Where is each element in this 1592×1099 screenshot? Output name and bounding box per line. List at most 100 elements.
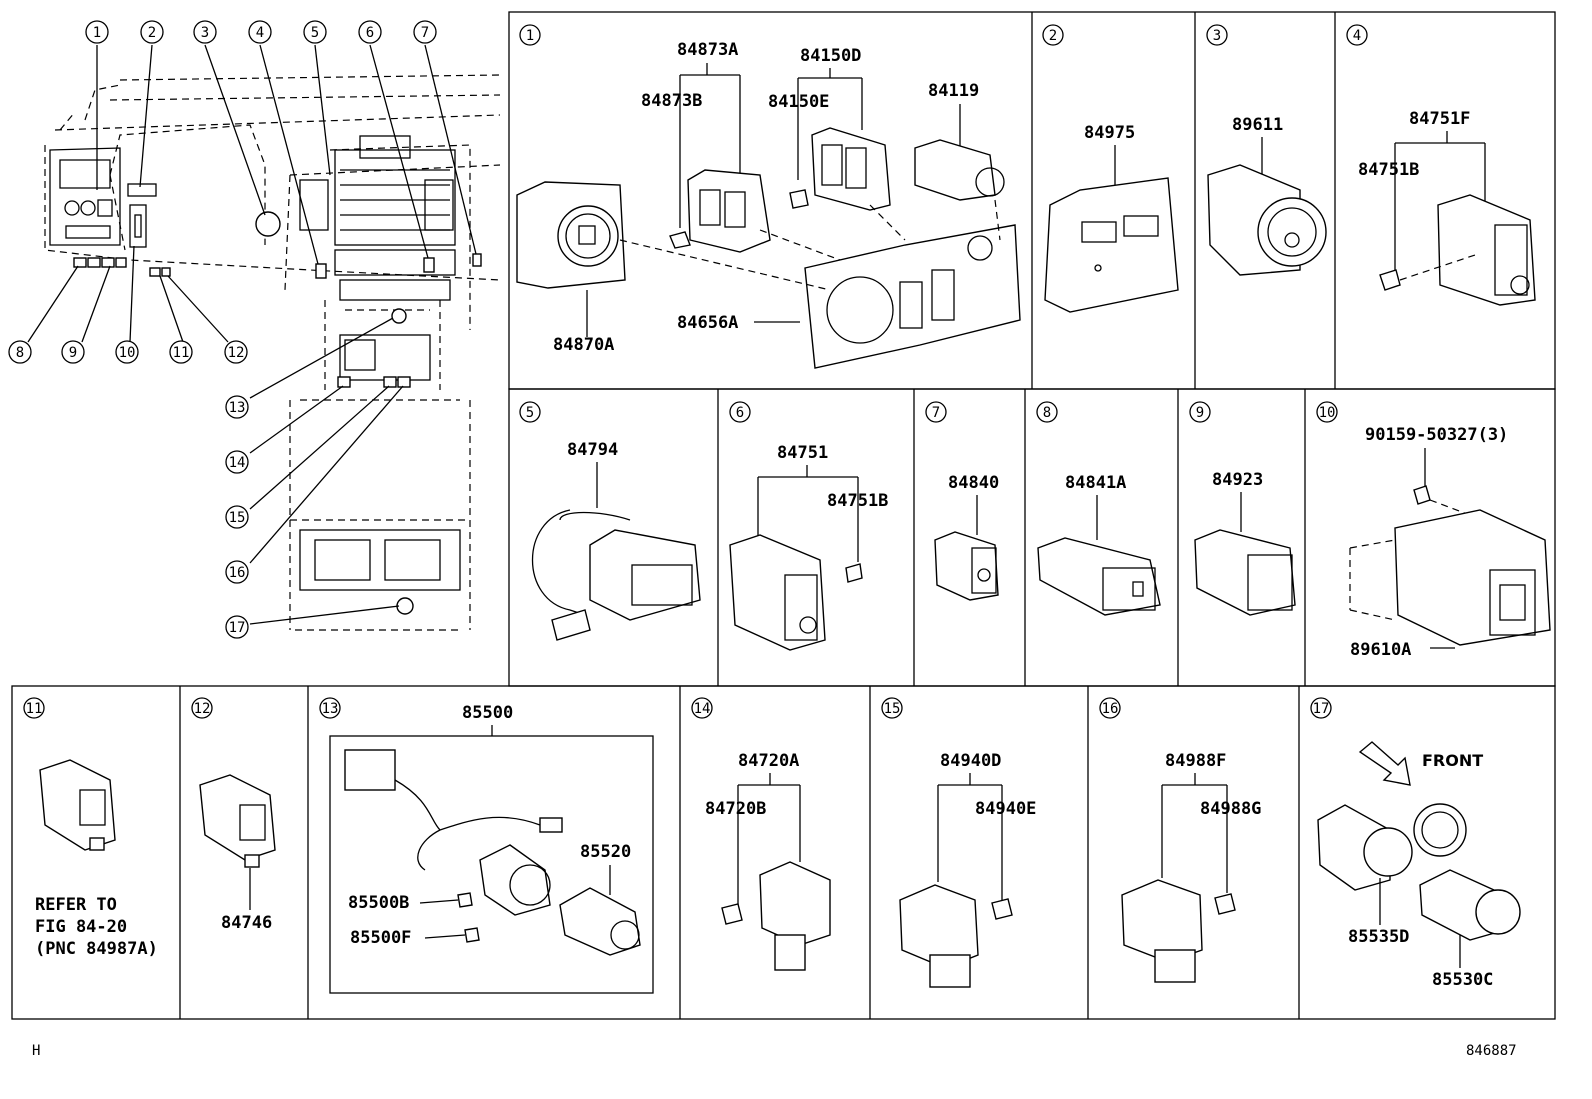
callout-circle xyxy=(193,20,217,44)
callout-circle xyxy=(224,340,248,364)
part-84751F[interactable]: 84751F xyxy=(1409,109,1470,129)
callout-circle xyxy=(225,560,249,584)
panel-3: 3 89611 xyxy=(1206,24,1327,276)
callout-circle xyxy=(115,340,139,364)
part-84656A[interactable]: 84656A xyxy=(677,313,738,333)
part-84841A[interactable]: 84841A xyxy=(1065,473,1126,493)
panel-5: 5 84794 xyxy=(519,401,701,641)
callout-12[interactable]: 12 xyxy=(228,345,245,361)
callout-8[interactable]: 8 xyxy=(16,345,24,361)
part-84975[interactable]: 84975 xyxy=(1084,123,1135,143)
part-90159-50327[interactable]: 90159-50327(3) xyxy=(1365,425,1508,445)
part-84940E[interactable]: 84940E xyxy=(975,799,1036,819)
panel-4: 4 84751F 84751B xyxy=(1346,24,1536,306)
callout-circle xyxy=(8,340,32,364)
panel-6-number: 6 xyxy=(736,405,744,421)
switch-icon xyxy=(899,884,1013,988)
panel-9-number: 9 xyxy=(1196,405,1204,421)
panel-11: 11 REFER TO FIG 84-20 (PNC 84987A) xyxy=(23,697,158,959)
part-84751[interactable]: 84751 xyxy=(777,443,828,463)
panel-13: 13 85500 85520 85500B 85500F xyxy=(319,697,641,956)
power-outlet-icon xyxy=(1317,803,1521,941)
panel-15-number: 15 xyxy=(884,701,901,717)
part-85530C[interactable]: 85530C xyxy=(1432,970,1493,990)
switch-icon xyxy=(39,759,116,851)
callout-11[interactable]: 11 xyxy=(173,345,190,361)
refer-note-line3: (PNC 84987A) xyxy=(35,939,158,959)
panel-2: 2 84975 xyxy=(1042,24,1179,313)
panel-9: 9 84923 xyxy=(1189,401,1296,616)
part-89610A[interactable]: 89610A xyxy=(1350,640,1411,660)
panel-3-number: 3 xyxy=(1213,28,1221,44)
callout-3[interactable]: 3 xyxy=(201,25,209,41)
part-84870A[interactable]: 84870A xyxy=(553,335,614,355)
panel-10: 10 90159-50327(3) 89610A xyxy=(1316,401,1551,660)
callout-9[interactable]: 9 xyxy=(69,345,77,361)
panel-5-number: 5 xyxy=(526,405,534,421)
panel-8: 8 84841A xyxy=(1036,401,1161,616)
switch-icon xyxy=(1121,879,1236,983)
panel-4-number: 4 xyxy=(1353,28,1361,44)
callout-circle xyxy=(140,20,164,44)
part-85535D[interactable]: 85535D xyxy=(1348,927,1409,947)
part-84119[interactable]: 84119 xyxy=(928,81,979,101)
refer-note-line1: REFER TO xyxy=(35,895,117,915)
part-84150E[interactable]: 84150E xyxy=(768,92,829,112)
part-89611[interactable]: 89611 xyxy=(1232,115,1283,135)
callout-circle xyxy=(61,340,85,364)
callout-7[interactable]: 7 xyxy=(421,25,429,41)
callout-15[interactable]: 15 xyxy=(229,510,246,526)
panel-14: 14 84720A 84720B xyxy=(691,697,831,971)
trip-meter-switch-icon xyxy=(1044,177,1179,313)
callout-16[interactable]: 16 xyxy=(229,565,246,581)
fuel-door-switch-icon xyxy=(1037,537,1161,616)
refer-note-line2: FIG 84-20 xyxy=(35,917,127,937)
switch-icon xyxy=(934,531,999,601)
defogger-switch-icon xyxy=(531,509,701,641)
part-85520[interactable]: 85520 xyxy=(580,842,631,862)
switch-icon xyxy=(199,774,276,868)
part-84751B[interactable]: 84751B xyxy=(1358,160,1419,180)
seat-heater-switch-icon xyxy=(1379,194,1536,306)
part-84720A[interactable]: 84720A xyxy=(738,751,799,771)
switch-icon xyxy=(789,127,891,211)
part-84794[interactable]: 84794 xyxy=(567,440,618,460)
part-85500B[interactable]: 85500B xyxy=(348,893,409,913)
callout-circle xyxy=(358,20,382,44)
panel-7-number: 7 xyxy=(932,405,940,421)
part-84940D[interactable]: 84940D xyxy=(940,751,1001,771)
part-84840[interactable]: 84840 xyxy=(948,473,999,493)
part-85500F[interactable]: 85500F xyxy=(350,928,411,948)
callout-14[interactable]: 14 xyxy=(229,455,246,471)
seat-heater-switch-icon xyxy=(729,534,863,651)
part-84988F[interactable]: 84988F xyxy=(1165,751,1226,771)
callout-circle xyxy=(225,395,249,419)
callout-circle xyxy=(248,20,272,44)
part-84720B[interactable]: 84720B xyxy=(705,799,766,819)
part-84923[interactable]: 84923 xyxy=(1212,470,1263,490)
callout-4[interactable]: 4 xyxy=(256,25,264,41)
callout-10[interactable]: 10 xyxy=(119,345,136,361)
callout-2[interactable]: 2 xyxy=(148,25,156,41)
part-84873A[interactable]: 84873A xyxy=(677,40,738,60)
panel-12: 12 84746 xyxy=(191,697,276,933)
power-control-unit-icon xyxy=(1394,509,1551,646)
part-84988G[interactable]: 84988G xyxy=(1200,799,1261,819)
callout-circle xyxy=(225,450,249,474)
part-84746[interactable]: 84746 xyxy=(221,913,272,933)
panel-16: 16 84988F 84988G xyxy=(1099,697,1261,983)
part-84873B[interactable]: 84873B xyxy=(641,91,702,111)
callout-5[interactable]: 5 xyxy=(311,25,319,41)
callout-circle xyxy=(413,20,437,44)
callout-6[interactable]: 6 xyxy=(366,25,374,41)
part-84150D[interactable]: 84150D xyxy=(800,46,861,66)
callout-1[interactable]: 1 xyxy=(93,25,101,41)
callout-13[interactable]: 13 xyxy=(229,400,246,416)
part-85500[interactable]: 85500 xyxy=(462,703,513,723)
headlight-switch-icon xyxy=(516,181,626,289)
switch-icon xyxy=(669,169,771,253)
panel-10-number: 10 xyxy=(1319,405,1336,421)
callout-17[interactable]: 17 xyxy=(229,620,246,636)
